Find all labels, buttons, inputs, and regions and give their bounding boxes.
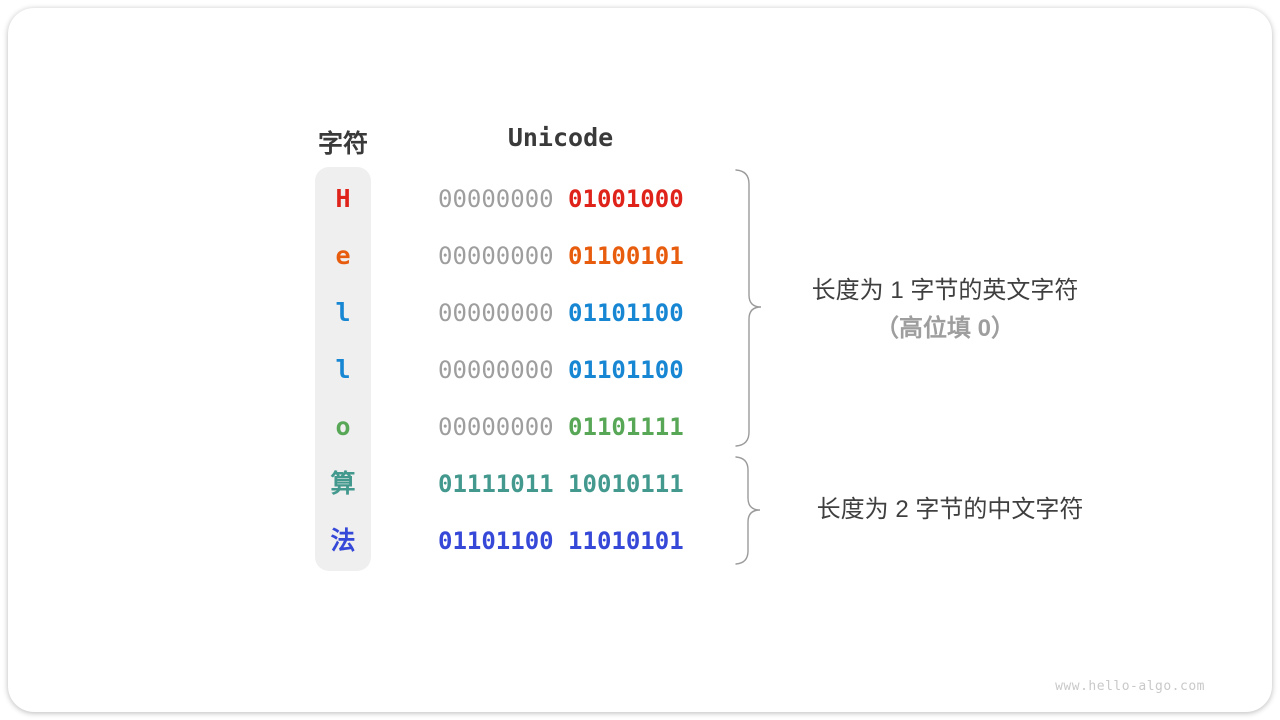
high-byte: 01111011 <box>438 470 554 498</box>
unicode-column-header: Unicode <box>507 123 614 152</box>
high-byte: 00000000 <box>438 242 554 270</box>
annotation-chinese-chars: 长度为 2 字节的中文字符 <box>816 496 1084 523</box>
char-cell-l2: l <box>335 355 351 384</box>
char-column-header: 字符 <box>317 130 368 158</box>
high-byte: 00000000 <box>438 299 554 327</box>
low-byte: 11010101 <box>568 527 684 555</box>
char-cell-suan: 算 <box>330 470 356 498</box>
low-byte: 01101111 <box>568 413 684 441</box>
unicode-bytes-row-l2: 00000000 01101100 <box>438 355 684 385</box>
brace-english-group <box>735 169 762 447</box>
annotation-english-chars: 长度为 1 字节的英文字符 （高位填 0） <box>780 272 1110 348</box>
char-cell-e: e <box>335 241 351 270</box>
low-byte: 01001000 <box>568 185 684 213</box>
high-byte: 00000000 <box>438 185 554 213</box>
low-byte: 01101100 <box>568 356 684 384</box>
low-byte: 10010111 <box>568 470 684 498</box>
char-cell-H: H <box>335 184 351 213</box>
unicode-bytes-row-e: 00000000 01100101 <box>438 241 684 271</box>
char-cell-o: o <box>335 412 351 441</box>
high-byte: 00000000 <box>438 356 554 384</box>
unicode-bytes-row-suan: 01111011 10010111 <box>438 469 684 499</box>
unicode-bytes-row-H: 00000000 01001000 <box>438 184 684 214</box>
unicode-bytes-row-l1: 00000000 01101100 <box>438 298 684 328</box>
low-byte: 01100101 <box>568 242 684 270</box>
unicode-bytes-row-fa: 01101100 11010101 <box>438 526 684 556</box>
group-braces <box>735 169 762 565</box>
high-byte: 01101100 <box>438 527 554 555</box>
char-cell-fa: 法 <box>330 527 356 555</box>
char-cell-l1: l <box>335 298 351 327</box>
high-byte: 00000000 <box>438 413 554 441</box>
annotation-english-line2: （高位填 0） <box>874 315 1015 342</box>
watermark-url: www.hello-algo.com <box>1055 679 1205 694</box>
char-column-background <box>315 167 371 571</box>
annotation-english-line1: 长度为 1 字节的英文字符 <box>811 277 1079 304</box>
diagram-card: 字符 Unicode H e l l o 算 法 00000000 010010… <box>8 8 1272 712</box>
low-byte: 01101100 <box>568 299 684 327</box>
brace-chinese-group <box>735 456 761 565</box>
unicode-bytes-row-o: 00000000 01101111 <box>438 412 684 442</box>
